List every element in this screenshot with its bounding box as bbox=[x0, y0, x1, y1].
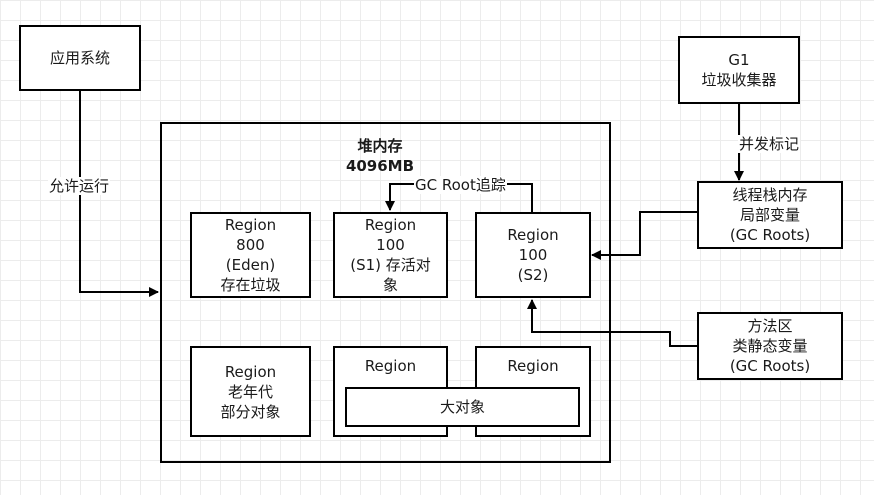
region-s2-line-2: 100 bbox=[518, 246, 548, 264]
thread-stack-line-3: (GC Roots) bbox=[729, 226, 811, 244]
edge-label-allow-run: 允许运行 bbox=[48, 177, 111, 195]
edge-thread-stack-to-s2 bbox=[591, 211, 697, 260]
region-humongous-b-label: Region bbox=[507, 357, 559, 375]
heap-title-label: 堆内存 bbox=[357, 137, 403, 155]
region-s1: Region 100 (S1) 存活对 象 bbox=[333, 212, 448, 298]
heap-box bbox=[160, 122, 611, 463]
region-s1-line-2: 100 bbox=[376, 236, 405, 254]
region-eden-line-2: 800 bbox=[236, 236, 265, 254]
heap-title: 堆内存 4096MB bbox=[310, 136, 450, 176]
region-s2-line-1: Region bbox=[507, 226, 559, 244]
edge-label-gc-root-trace: GC Root追踪 bbox=[414, 176, 507, 194]
thread-stack-line-2: 局部变量 bbox=[739, 206, 800, 224]
method-area-box: 方法区 类静态变量 (GC Roots) bbox=[697, 312, 843, 380]
region-old: Region 老年代 部分对象 bbox=[190, 346, 311, 437]
region-s1-line-4: 象 bbox=[382, 276, 398, 294]
thread-stack-line-1: 线程栈内存 bbox=[732, 186, 808, 204]
collector-desc: 垃圾收集器 bbox=[701, 71, 777, 89]
edge-label-concurrent-mark: 并发标记 bbox=[738, 135, 801, 153]
region-s2-line-3: (S2) bbox=[517, 266, 549, 284]
region-old-line-2: 老年代 bbox=[227, 382, 273, 401]
region-eden: Region 800 (Eden) 存在垃圾 bbox=[190, 212, 311, 298]
g1-collector-box: G1 垃圾收集器 bbox=[678, 36, 800, 104]
region-eden-line-1: Region bbox=[224, 216, 277, 234]
collector-name: G1 bbox=[728, 51, 750, 69]
thread-stack-box: 线程栈内存 局部变量 (GC Roots) bbox=[697, 181, 843, 249]
app-system-box: 应用系统 bbox=[19, 25, 141, 91]
big-object-box: 大对象 bbox=[345, 387, 580, 427]
region-old-line-3: 部分对象 bbox=[220, 402, 281, 421]
region-s1-line-1: Region bbox=[364, 216, 417, 234]
region-old-line-1: Region bbox=[224, 362, 277, 381]
method-area-line-2: 类静态变量 bbox=[732, 337, 808, 355]
edge-method-area-to-s2 bbox=[527, 299, 697, 347]
method-area-line-1: 方法区 bbox=[747, 317, 793, 335]
edge-allow-run bbox=[79, 91, 159, 297]
region-eden-line-4: 存在垃圾 bbox=[220, 276, 281, 294]
region-eden-line-3: (Eden) bbox=[225, 256, 276, 274]
app-system-label: 应用系统 bbox=[49, 49, 110, 67]
region-s1-line-3: (S1) 存活对 bbox=[350, 256, 431, 274]
region-s2: Region 100 (S2) bbox=[475, 212, 591, 298]
big-object-label: 大对象 bbox=[439, 398, 485, 416]
region-humongous-a-label: Region bbox=[364, 357, 417, 375]
heap-size-label: 4096MB bbox=[345, 157, 415, 175]
method-area-line-3: (GC Roots) bbox=[729, 357, 811, 375]
